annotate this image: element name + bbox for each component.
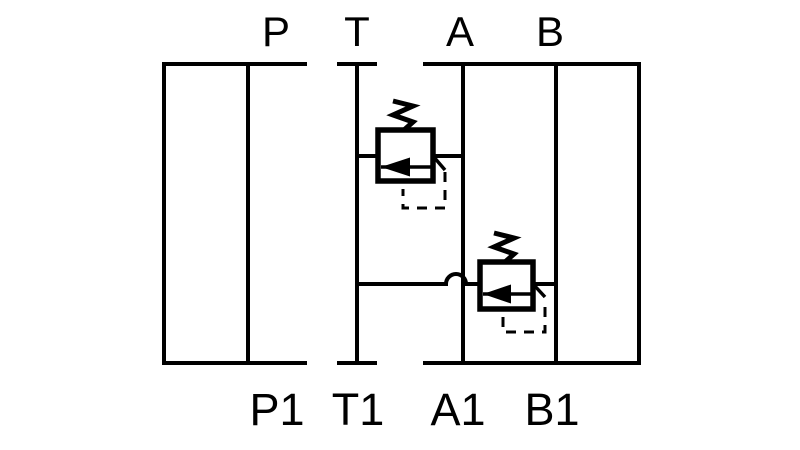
- valve-b-feed-line-with-hop: [357, 272, 480, 286]
- valve-b-flow-arrow-icon: [483, 284, 511, 304]
- port-label-t: T: [344, 8, 370, 55]
- valve-b-pilot-tap: [531, 282, 547, 299]
- port-label-p: P: [261, 8, 291, 55]
- plate-body-left-outline: [162, 62, 307, 365]
- port-label-a: A: [445, 8, 475, 55]
- valve-a-spring-icon: [386, 98, 421, 132]
- schematic-ink: [162, 62, 641, 365]
- port-label-b: B: [535, 8, 565, 55]
- relief-valve-a: [357, 98, 463, 210]
- valve-b-spring-icon: [487, 230, 522, 264]
- valve-b-pilot-dashed-line: [501, 300, 547, 334]
- port-label-p1: P1: [249, 384, 305, 435]
- plate-body-right-outline: [423, 62, 641, 365]
- port-label-a1: A1: [430, 384, 486, 435]
- valve-a-pilot-dashed-line: [401, 172, 447, 210]
- valve-a-flow-arrow-icon: [381, 157, 410, 177]
- port-label-b1: B1: [524, 384, 580, 435]
- valve-a-pilot-tap: [431, 154, 447, 172]
- port-label-t1: T1: [331, 384, 385, 435]
- relief-valve-b: [357, 230, 556, 334]
